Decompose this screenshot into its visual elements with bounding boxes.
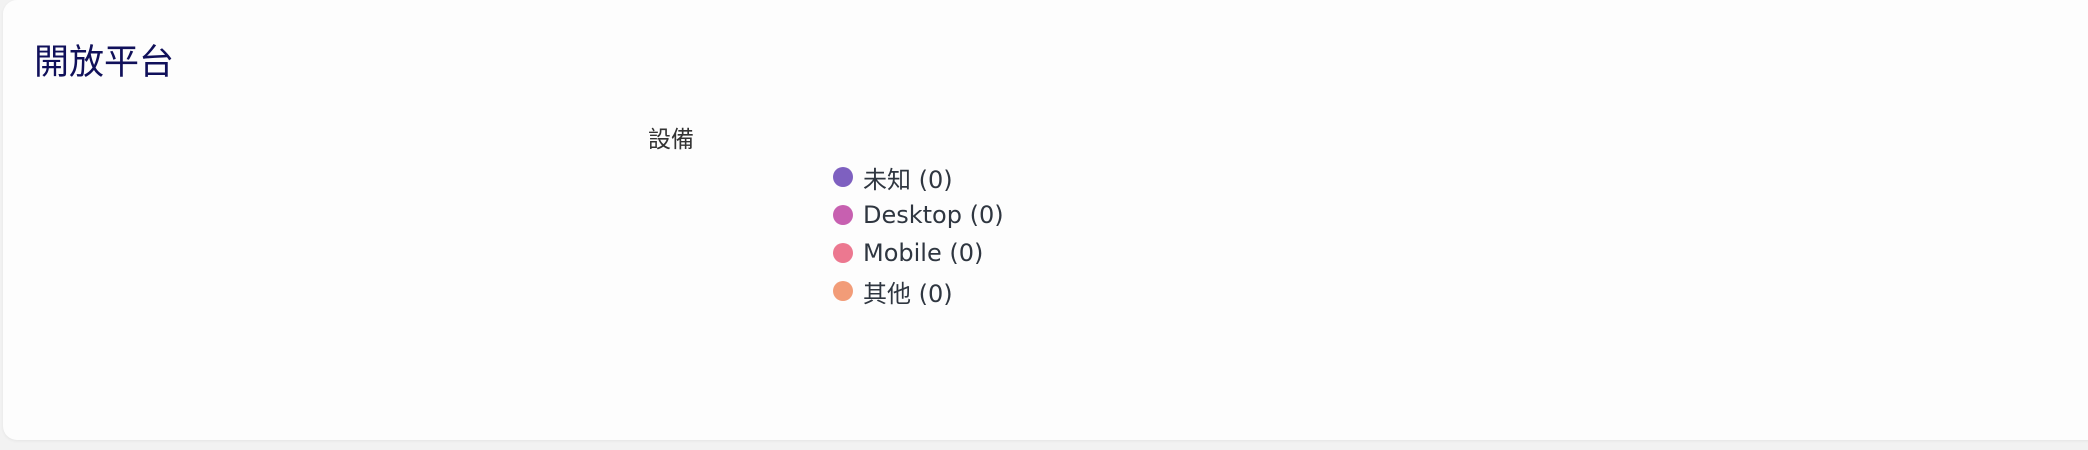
open-platform-card: 開放平台 設備 未知 (0) Desktop (0) Mobile (0) 其他 (0… [3,0,2088,440]
chart-legend: 未知 (0) Desktop (0) Mobile (0) 其他 (0) [833,158,1004,310]
legend-dot-icon [833,281,853,301]
legend-label: 其他 (0) [863,279,953,308]
legend-item[interactable]: 未知 (0) [833,158,1004,196]
legend-title: 設備 [648,127,694,153]
legend-dot-icon [833,243,853,263]
legend-dot-icon [833,205,853,225]
legend-item[interactable]: Desktop (0) [833,196,1004,234]
card-title: 開放平台 [34,43,175,83]
legend-item[interactable]: Mobile (0) [833,234,1004,272]
legend-label: Mobile (0) [863,239,984,267]
legend-label: 未知 (0) [863,165,953,194]
legend-dot-icon [833,167,853,187]
legend-item[interactable]: 其他 (0) [833,272,1004,310]
legend-label: Desktop (0) [863,201,1004,229]
